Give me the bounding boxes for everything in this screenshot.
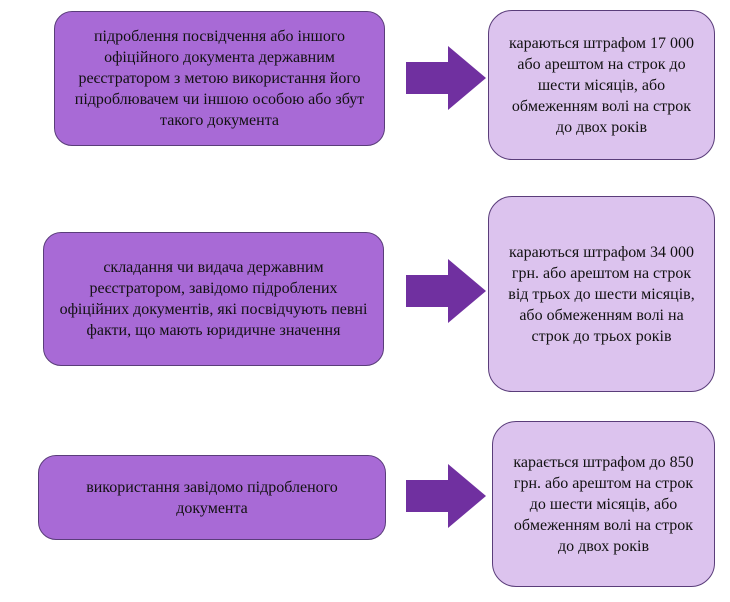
penalty-box-3: карається штрафом до 850 грн. або арешто…	[492, 421, 715, 587]
arrow-right-icon-3	[406, 464, 486, 528]
penalty-box-2: караються штрафом 34 000 грн. або арешто…	[488, 196, 715, 392]
penalty-text-3: карається штрафом до 850 грн. або арешто…	[513, 453, 694, 555]
condition-text-3: використання завідомо підробленого докум…	[86, 478, 338, 517]
arrow-right-icon-2	[406, 259, 486, 323]
arrow-right-icon-1	[406, 46, 486, 110]
penalty-text-2: караються штрафом 34 000 грн. або арешто…	[508, 243, 695, 345]
penalty-box-1: караються штрафом 17 000 або арештом на …	[488, 10, 715, 160]
condition-box-2: складання чи видача державним реєстратор…	[43, 232, 384, 366]
condition-text-1: підроблення посвідчення або іншого офіці…	[74, 28, 365, 129]
condition-box-1: підроблення посвідчення або іншого офіці…	[54, 11, 385, 146]
penalty-text-1: караються штрафом 17 000 або арештом на …	[508, 34, 695, 136]
condition-text-2: складання чи видача державним реєстратор…	[59, 259, 368, 339]
condition-box-3: використання завідомо підробленого докум…	[38, 455, 386, 540]
